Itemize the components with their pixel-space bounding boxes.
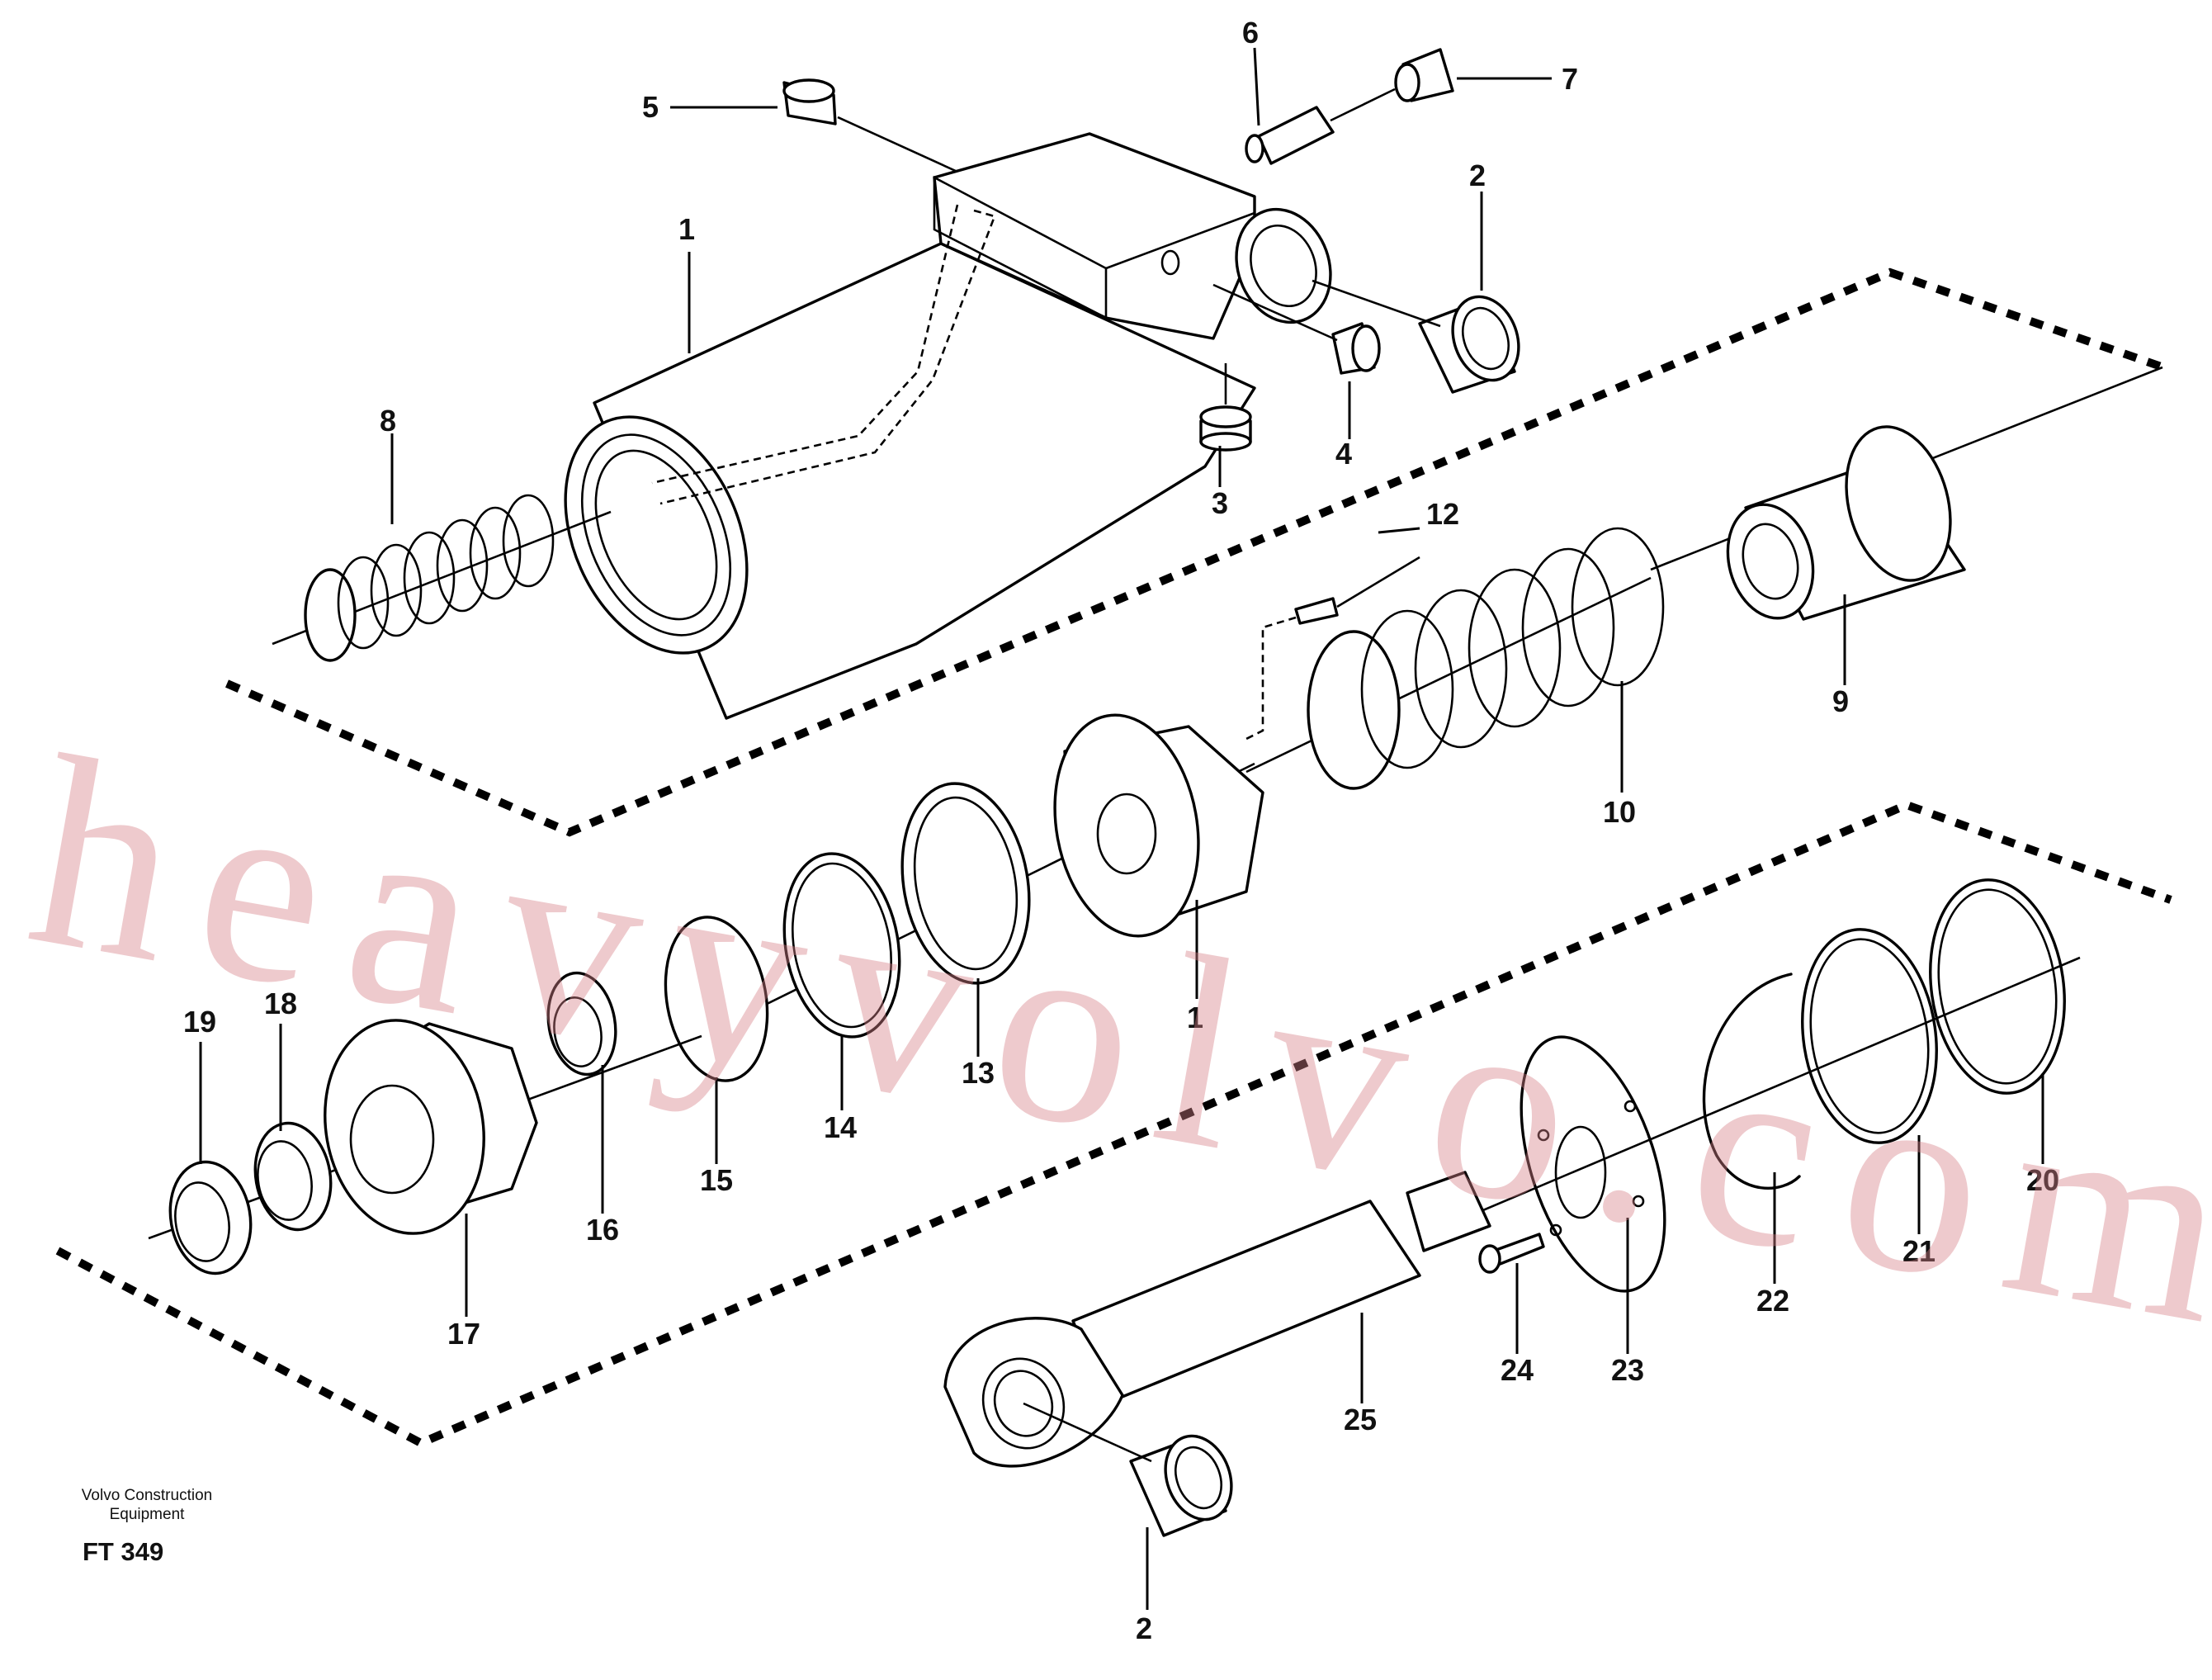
ring-part-20: [1929, 878, 2066, 1095]
callout-17: 17: [447, 1317, 480, 1351]
ring-part-21: [1801, 928, 1938, 1144]
callout-7: 7: [1562, 62, 1578, 96]
callout-25: 25: [1344, 1403, 1377, 1436]
small-spring-part-8: [272, 494, 612, 662]
callout-13: 13: [962, 1056, 995, 1090]
callout-15: 15: [700, 1163, 733, 1197]
callout-4: 4: [1335, 437, 1352, 471]
callout-3: 3: [1212, 486, 1228, 520]
plug-part-5: [782, 78, 958, 173]
valve-part-6: [1245, 88, 1396, 165]
callout-24: 24: [1501, 1353, 1534, 1387]
callout-14: 14: [824, 1110, 857, 1144]
callout-18: 18: [264, 987, 297, 1020]
cylinder-body-part: [564, 132, 1332, 720]
publisher-footer: Volvo Construction Equipment: [48, 1486, 246, 1524]
callout-16: 16: [586, 1213, 619, 1247]
callout-2-upper: 2: [1469, 159, 1486, 192]
ring-part-22: [1702, 973, 1801, 1190]
leader-lines: [199, 47, 2044, 1610]
bolt-part-24: [1478, 1233, 1545, 1274]
callout-21: 21: [1902, 1234, 1936, 1268]
bushing-part-18: [253, 1121, 333, 1232]
callout-1-body: 1: [678, 212, 695, 246]
ring-part-15: [664, 916, 769, 1082]
figure-code: FT 349: [83, 1537, 164, 1566]
sleeve-part-9: [1650, 366, 2163, 621]
callout-8: 8: [380, 404, 396, 438]
piston-part: [701, 713, 1264, 1038]
piston-rod-part-25: [943, 1171, 1491, 1468]
plug-part-3: [1199, 363, 1252, 452]
ring-part-14: [782, 852, 901, 1039]
callout-2-lower: 2: [1136, 1611, 1152, 1645]
publisher-line-1: Volvo Construction: [81, 1487, 213, 1504]
cylinder-head-part-17: [324, 1019, 538, 1235]
callout-9: 9: [1832, 684, 1849, 718]
bushing-part-2-lower: [1023, 1402, 1233, 1537]
pin-part-12: [1245, 556, 1420, 741]
callout-10: 10: [1603, 795, 1636, 829]
large-spring-part-10: [1245, 527, 1665, 790]
callout-23: 23: [1611, 1353, 1644, 1387]
ring-part-13: [900, 782, 1031, 985]
callout-12: 12: [1426, 497, 1459, 531]
callout-labels: 1 5 6 7 2 4 3 8 12 9 10 1 13 14 15 16 17…: [183, 16, 2059, 1645]
callout-5: 5: [642, 90, 659, 124]
callout-1-piston: 1: [1187, 1001, 1203, 1034]
callout-19: 19: [183, 1005, 216, 1039]
plug-part-4: [1212, 283, 1381, 375]
bushing-part-2-upper: [1312, 279, 1520, 394]
plug-part-7: [1394, 48, 1454, 102]
callout-6: 6: [1242, 16, 1259, 50]
assembly-guide-frames: [55, 267, 2172, 1448]
publisher-line-2: Equipment: [109, 1506, 185, 1523]
callout-20: 20: [2026, 1163, 2059, 1197]
callout-22: 22: [1756, 1284, 1789, 1318]
wiper-part-19: [168, 1160, 253, 1275]
